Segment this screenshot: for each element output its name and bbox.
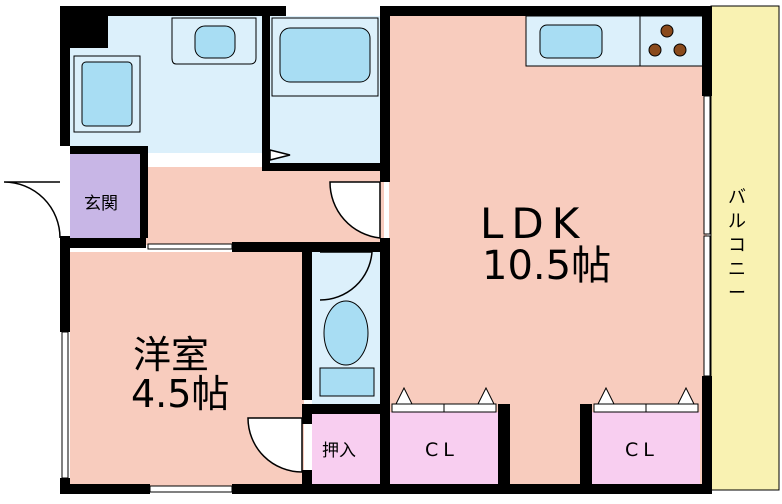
closet-a-floor <box>389 412 499 490</box>
closet-doors <box>391 386 699 413</box>
windows <box>61 95 711 493</box>
kitchen-counter <box>525 15 705 67</box>
balcony-label-char: コ <box>728 235 746 256</box>
oshiire-floor <box>312 414 381 490</box>
stove-burner <box>660 24 674 38</box>
walls <box>60 6 712 494</box>
closet-b-floor <box>592 412 700 490</box>
western-room-size-label: 4.5帖 <box>131 372 230 416</box>
stove-burner <box>673 43 687 57</box>
stove-burner <box>648 43 662 57</box>
hall-to-ldk-door <box>329 181 381 239</box>
toilet <box>319 300 375 397</box>
washing-machine <box>73 55 141 133</box>
western-room-label: 洋室 <box>133 333 210 377</box>
closet-a-label: CL <box>425 439 459 461</box>
ldk-size-label: 10.5帖 <box>482 243 612 289</box>
balcony-label-char: バ <box>728 187 746 208</box>
entrance-door <box>3 181 61 239</box>
bathtub <box>271 17 379 97</box>
bath-door <box>269 149 291 161</box>
entrance-label: 玄関 <box>84 194 118 214</box>
western-room-door <box>247 417 303 473</box>
balcony-floor <box>710 5 780 491</box>
balcony-label-char: ニ <box>728 259 746 280</box>
oshiire-label: 押入 <box>322 441 356 461</box>
entrance-floor <box>70 153 146 245</box>
balcony-label-char: ル <box>728 211 746 232</box>
doors <box>3 149 381 473</box>
balcony-label: バ ル コ ニ ー <box>727 186 747 306</box>
ldk-label: LDK <box>480 199 588 248</box>
washbasin <box>171 17 257 65</box>
toilet-door <box>319 251 373 301</box>
closet-b-label: CL <box>625 439 659 461</box>
balcony-label-char: ー <box>728 283 746 304</box>
